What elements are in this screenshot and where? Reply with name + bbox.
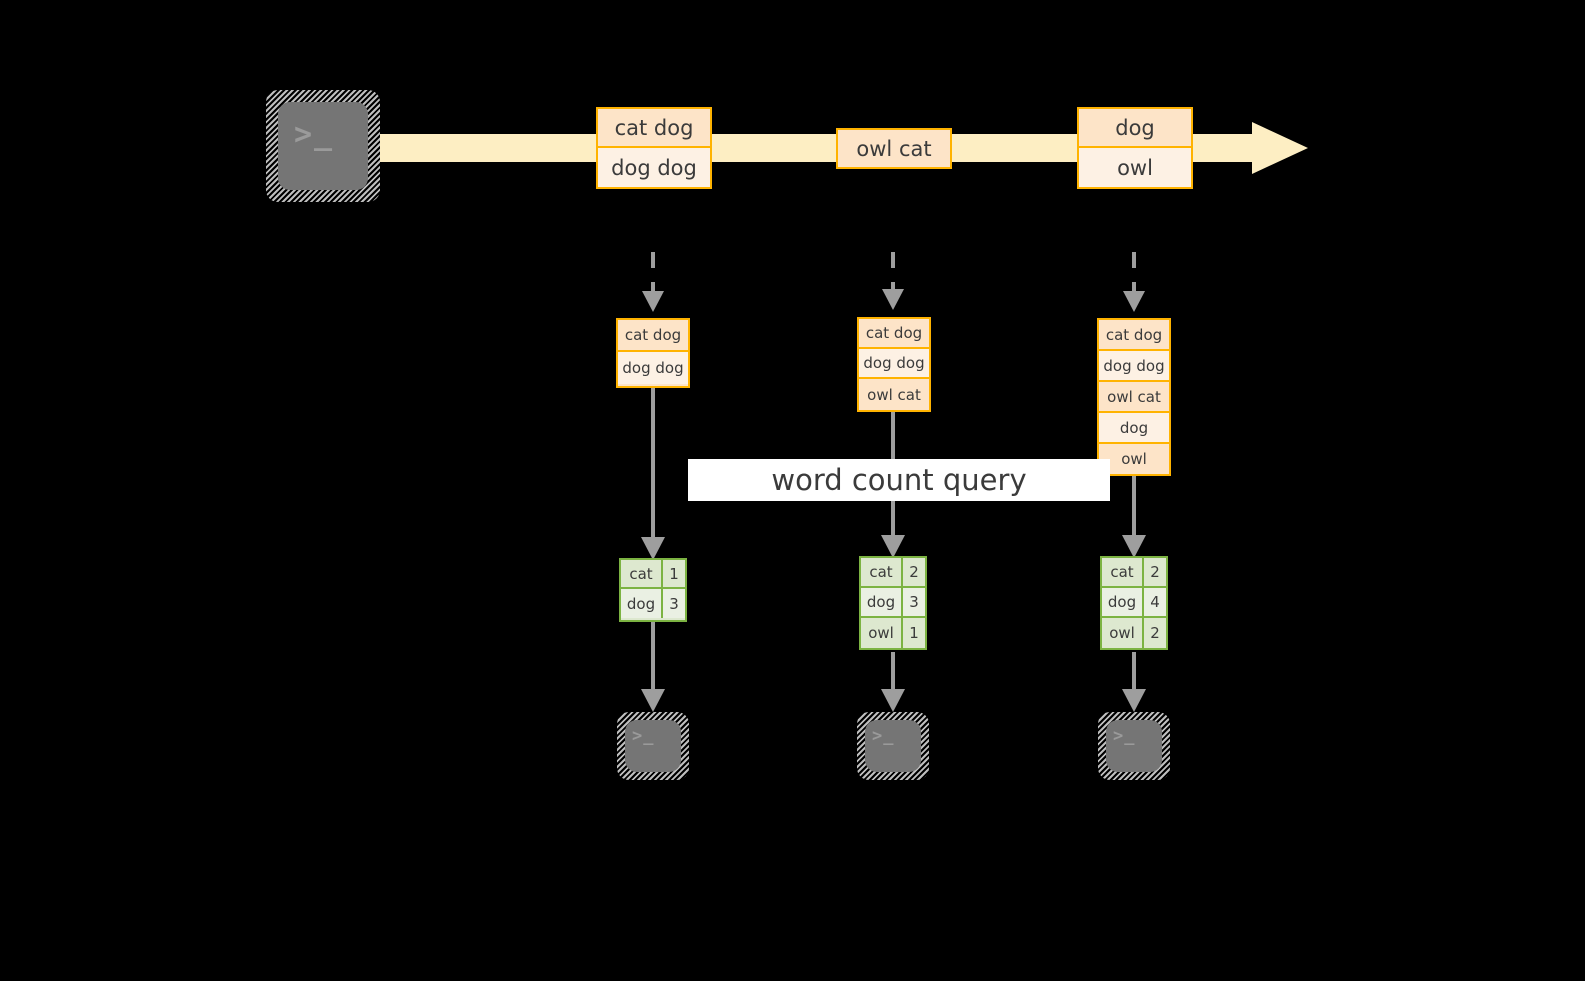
result-word-cell: cat <box>621 560 663 587</box>
table-row: cat 2 <box>861 558 925 588</box>
stage-3-sink-terminal-icon[interactable]: >_ <box>1098 712 1170 780</box>
terminal-face <box>1106 720 1162 772</box>
stage-2-result-table[interactable]: cat 2 dog 3 owl 1 <box>859 556 927 650</box>
stage-2-input-row: cat dog <box>859 319 929 349</box>
table-row: dog 4 <box>1102 588 1166 618</box>
terminal-prompt-glyph: >_ <box>294 117 335 152</box>
result-count-cell: 3 <box>909 593 919 611</box>
terminal-prompt-glyph: >_ <box>1113 726 1136 746</box>
terminal-face <box>278 102 368 190</box>
table-row: dog 3 <box>621 589 685 618</box>
query-edge-3-arrowhead <box>1122 535 1146 558</box>
result-word-cell: dog <box>1102 588 1144 616</box>
stage-1-result-table[interactable]: cat 1 dog 3 <box>619 558 687 622</box>
result-word-cell: dog <box>621 589 663 618</box>
stage-2-input-stack[interactable]: cat dog dog dog owl cat <box>857 317 931 412</box>
sink-edge-3-arrowhead <box>1122 689 1146 712</box>
stage-3-result-table[interactable]: cat 2 dog 4 owl 2 <box>1100 556 1168 650</box>
stage-3-input-row: owl cat <box>1099 382 1169 413</box>
sink-edge-2-arrowhead <box>881 689 905 712</box>
query-edge-1-arrowhead <box>641 537 665 560</box>
result-word-cell: cat <box>861 558 903 586</box>
stage-1-sink-terminal-icon[interactable]: >_ <box>617 712 689 780</box>
table-row: owl 2 <box>1102 618 1166 648</box>
table-row: cat 1 <box>621 560 685 589</box>
stream-tap-1-arrowhead <box>642 291 664 312</box>
stage-1-input-row: dog dog <box>618 352 688 384</box>
terminal-prompt-glyph: >_ <box>632 726 655 746</box>
result-word-cell: cat <box>1102 558 1144 586</box>
source-terminal-icon[interactable]: >_ <box>266 90 380 202</box>
stage-3-input-row: dog dog <box>1099 351 1169 382</box>
result-count-cell: 2 <box>1150 624 1160 642</box>
terminal-face <box>865 720 921 772</box>
stage-2-sink-terminal-icon[interactable]: >_ <box>857 712 929 780</box>
result-count-cell: 4 <box>1150 593 1160 611</box>
stage-3-input-stack[interactable]: cat dog dog dog owl cat dog owl <box>1097 318 1171 476</box>
stream-batch-1-row: cat dog <box>598 109 710 148</box>
result-word-cell: owl <box>1102 618 1144 648</box>
stream-batch-1-row: dog dog <box>598 148 710 187</box>
table-row: dog 3 <box>861 588 925 618</box>
query-label: word count query <box>688 459 1110 501</box>
stage-2-input-row: dog dog <box>859 349 929 379</box>
result-count-cell: 2 <box>909 563 919 581</box>
stream-batch-3[interactable]: dog owl <box>1077 107 1193 189</box>
terminal-face <box>625 720 681 772</box>
result-count-cell: 3 <box>669 594 679 613</box>
stage-3-input-row: cat dog <box>1099 320 1169 351</box>
stage-2-input-row: owl cat <box>859 379 929 410</box>
stream-batch-3-row: dog <box>1079 109 1191 148</box>
stream-tap-2-arrowhead <box>882 289 904 310</box>
stream-tap-3-arrowhead <box>1123 291 1145 312</box>
query-edge-2-arrowhead <box>881 535 905 558</box>
table-row: owl 1 <box>861 618 925 648</box>
terminal-prompt-glyph: >_ <box>872 726 895 746</box>
stream-batch-2-row: owl cat <box>838 130 950 167</box>
result-word-cell: owl <box>861 618 903 648</box>
table-row: cat 2 <box>1102 558 1166 588</box>
stream-batch-2[interactable]: owl cat <box>836 128 952 169</box>
stage-3-input-row: dog <box>1099 413 1169 444</box>
stream-batch-1[interactable]: cat dog dog dog <box>596 107 712 189</box>
result-word-cell: dog <box>861 588 903 616</box>
sink-edge-1-arrowhead <box>641 689 665 712</box>
stage-1-input-stack[interactable]: cat dog dog dog <box>616 318 690 388</box>
result-count-cell: 2 <box>1150 563 1160 581</box>
result-count-cell: 1 <box>909 624 919 642</box>
stage-3-input-row: owl <box>1099 444 1169 474</box>
stage-1-input-row: cat dog <box>618 320 688 352</box>
stream-batch-3-row: owl <box>1079 148 1191 187</box>
result-count-cell: 1 <box>669 564 679 583</box>
